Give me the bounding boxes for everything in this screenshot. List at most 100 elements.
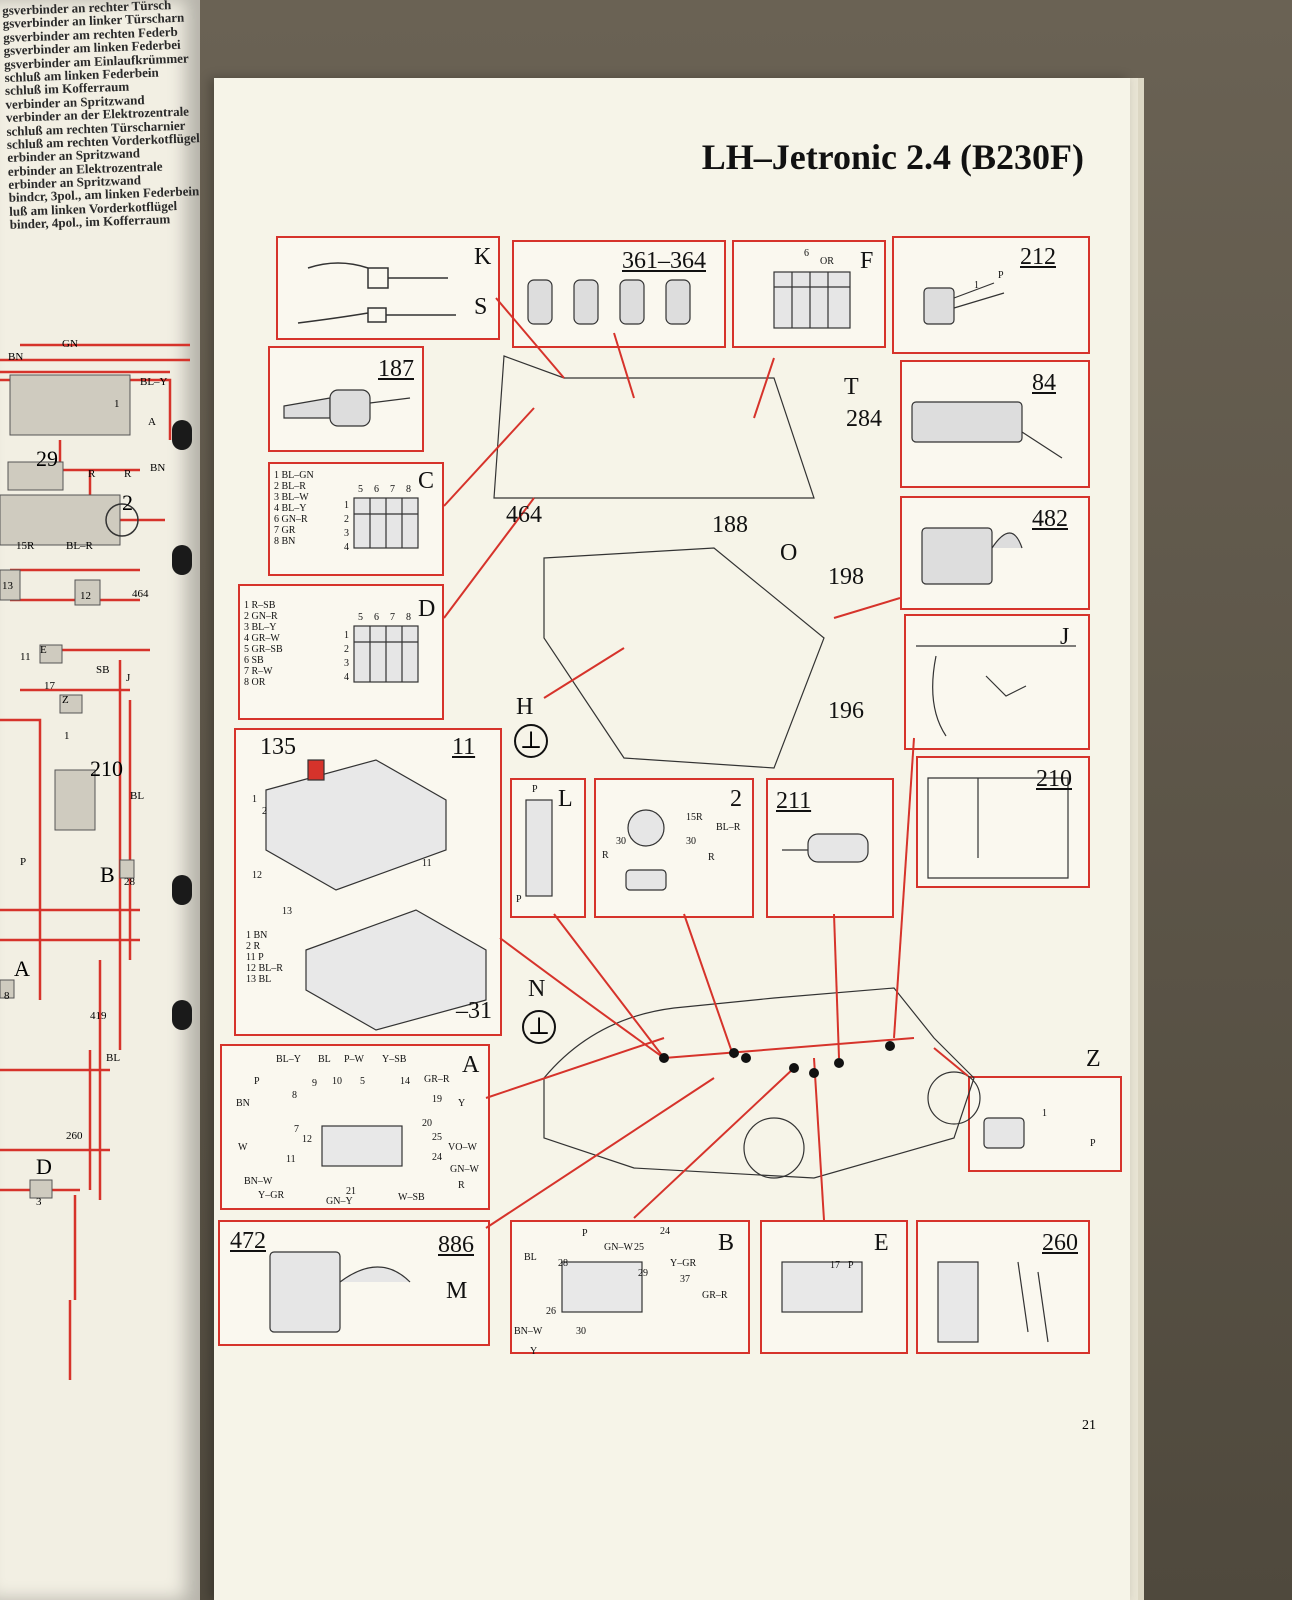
- left-wiring-diagram: [0, 343, 190, 1380]
- pin-number: 5: [358, 612, 363, 623]
- left-diagram-label: 12: [80, 590, 91, 602]
- wire-label: 21: [346, 1186, 356, 1197]
- label-260: 260: [1042, 1230, 1078, 1256]
- legend-entry: 4 BL–Y: [274, 503, 307, 514]
- label-361-364: 361–364: [622, 248, 706, 274]
- label-s: S: [474, 294, 488, 320]
- wire-label: BN–W: [244, 1176, 273, 1187]
- label-minus31: –31: [456, 998, 492, 1024]
- left-diagram-label: A: [148, 416, 156, 428]
- wire-label: 25: [634, 1242, 644, 1253]
- box-210: 210: [916, 756, 1090, 888]
- box-211: 211: [766, 778, 894, 918]
- legend-entry: 7 GR: [274, 525, 296, 536]
- left-diagram-label: BN: [150, 462, 166, 474]
- wire-label: 11: [286, 1154, 296, 1165]
- left-diagram-label: 11: [20, 651, 31, 663]
- legend-entry: 1 R–SB: [244, 600, 276, 611]
- label-h: H: [516, 694, 534, 720]
- wire-label: P–W: [344, 1054, 364, 1065]
- wire-label: 5: [360, 1076, 365, 1087]
- box-2: 2 15R BL–R 30 30 R R: [594, 778, 754, 918]
- wire-label: Y–SB: [382, 1054, 407, 1065]
- label-f: F: [860, 248, 874, 274]
- relay-pin-2: 2: [262, 806, 267, 817]
- pin-number: 8: [406, 484, 411, 495]
- left-diagram-label: 260: [66, 1130, 83, 1142]
- wire-label: R: [458, 1180, 465, 1191]
- wire-label: GR–R: [424, 1074, 450, 1085]
- left-diagram-label: BL–R: [66, 540, 93, 552]
- pin-number: 3: [344, 658, 349, 669]
- wire-label: W–SB: [398, 1192, 425, 1203]
- left-diagram-label: 13: [2, 580, 13, 592]
- wire-label: BN: [236, 1098, 250, 1109]
- legend-entry: 1 BL–GN: [274, 470, 314, 481]
- left-diagram-label: R: [88, 468, 96, 480]
- wire-label: 9: [312, 1078, 317, 1089]
- left-diagram-label: 419: [90, 1010, 107, 1022]
- pin-number: 4: [344, 542, 349, 553]
- pin-number: 7: [390, 612, 395, 623]
- legend-entry: 13 BL: [246, 974, 272, 985]
- wire-label: BL–Y: [276, 1054, 301, 1065]
- f-wire-or: OR: [820, 256, 834, 267]
- left-diagram-label: P: [20, 856, 27, 868]
- label-196: 196: [828, 698, 864, 724]
- e-wire-p: P: [848, 1260, 854, 1271]
- left-diagram-label: D: [36, 1154, 52, 1179]
- pin-number: 4: [344, 672, 349, 683]
- label-k: K: [474, 244, 492, 270]
- label-135: 135: [260, 734, 296, 760]
- left-diagram-label: BL–Y: [140, 376, 168, 388]
- legend-entry: 5 GR–SB: [244, 644, 283, 655]
- left-diagram-label: 2: [122, 490, 133, 515]
- pin-number: 2: [344, 644, 349, 655]
- left-diagram-label: 17: [44, 680, 55, 692]
- box-84: 84: [900, 360, 1090, 488]
- wire-label: 24: [660, 1226, 670, 1237]
- binder-punch-hole: [172, 1000, 192, 1030]
- label-l: L: [558, 786, 573, 812]
- c212-wire-p: P: [998, 270, 1004, 281]
- pin-number: 7: [390, 484, 395, 495]
- left-diagram-label: GN: [62, 338, 78, 350]
- box-injectors: 361–364: [512, 240, 726, 348]
- legend-entry: 6 GN–R: [274, 514, 308, 525]
- l-wire-p-top: P: [532, 784, 538, 795]
- box-e: E 17 P: [760, 1220, 908, 1354]
- label-o: O: [780, 540, 798, 566]
- left-diagram-label: Z: [62, 694, 69, 706]
- wire-label: 24: [432, 1152, 442, 1163]
- left-diagram-label: SB: [96, 664, 110, 676]
- wire-label: GN–Y: [326, 1196, 353, 1207]
- manual-page: LH–Jetronic 2.4 (B230F) K S 361–364 6 OR…: [214, 78, 1130, 1600]
- wire-label: GN–W: [604, 1242, 633, 1253]
- pin-number: 6: [374, 612, 379, 623]
- label-m: M: [446, 1278, 468, 1304]
- box-z: 1 P Z: [968, 1046, 1122, 1172]
- left-diagram-label: BL: [106, 1052, 121, 1064]
- relay-pin-11: 11: [422, 858, 432, 869]
- pin-number: 6: [374, 484, 379, 495]
- label-198: 198: [828, 564, 864, 590]
- c2-bl-r: BL–R: [716, 822, 741, 833]
- label-212: 212: [1020, 244, 1056, 270]
- label-c: C: [418, 468, 435, 494]
- legend-entry: 2 GN–R: [244, 611, 278, 622]
- box-482: 482: [900, 496, 1090, 610]
- e-pin-17: 17: [830, 1260, 840, 1271]
- c212-pin-1: 1: [974, 280, 979, 291]
- pin-number: 8: [406, 612, 411, 623]
- wire-label: Y–GR: [670, 1258, 697, 1269]
- left-diagram-label: A: [14, 956, 30, 981]
- pin-number: 1: [344, 500, 349, 511]
- label-284: 284: [846, 406, 882, 432]
- legend-entry: 3 BL–W: [274, 492, 309, 503]
- wire-label: 28: [558, 1258, 568, 1269]
- label-t: T: [844, 374, 859, 400]
- pin-number: 5: [358, 484, 363, 495]
